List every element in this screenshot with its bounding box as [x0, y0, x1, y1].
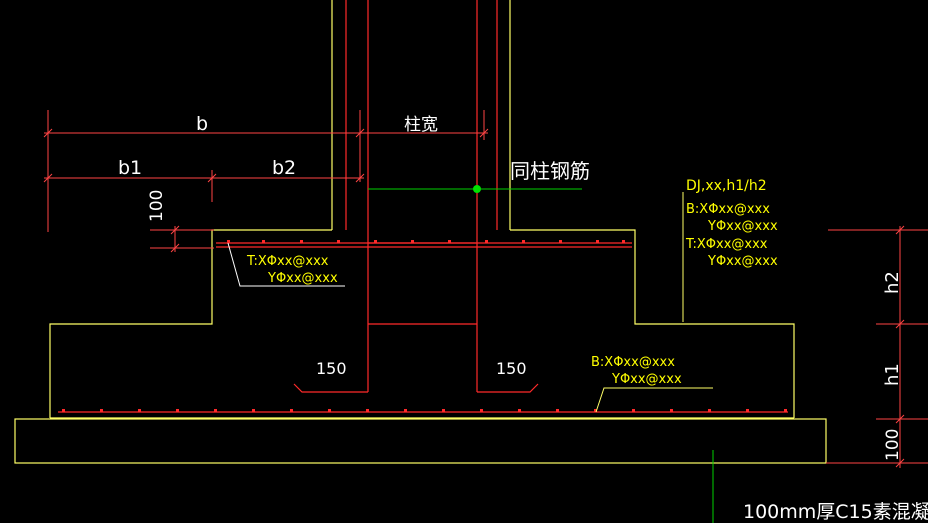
bottom-rebar-dot	[480, 409, 483, 412]
dim-label-b1: b1	[118, 157, 142, 179]
same-column-rebar-label: 同柱钢筋	[510, 159, 590, 183]
dim-tick	[355, 173, 365, 183]
foundation-outline	[14, 0, 827, 464]
top-rebar-dot	[411, 240, 414, 243]
dim-label-bottom-100: 100	[883, 429, 903, 461]
dim-tick	[207, 173, 217, 183]
right-top-y-label: YΦxx@xxx	[707, 254, 778, 269]
dim-tick	[43, 128, 53, 138]
leader-lines	[227, 185, 714, 523]
upper-step-outline-right	[510, 229, 795, 418]
top-rebar-dot	[448, 240, 451, 243]
right-bottom-x-label: B:XΦxx@xxx	[686, 202, 770, 217]
top-rebar-dot	[522, 240, 525, 243]
dim-tick	[895, 458, 905, 468]
rebar-group	[58, 0, 788, 413]
top-rebar-dot	[227, 240, 230, 243]
bottom-rebar-dot	[138, 409, 141, 412]
dim-label-h1: h1	[882, 363, 903, 386]
top-rebar-dot	[337, 240, 340, 243]
bottom-rebar-dot	[594, 409, 597, 412]
dim-label-top-100: 100	[147, 190, 167, 222]
column-hook-right	[477, 383, 539, 393]
dj-name-label: DJ,xx,h1/h2	[686, 178, 767, 194]
right-bottom-y-label: YΦxx@xxx	[707, 219, 778, 234]
bottom-rebar-dot	[62, 409, 65, 412]
top-rebar-dot	[485, 240, 488, 243]
bottom-rebar-dot	[556, 409, 559, 412]
upper-step-outline	[49, 229, 332, 418]
cushion-layer	[14, 418, 827, 464]
dim-label-b: b	[196, 113, 208, 135]
bottom-rebar-dot	[746, 409, 749, 412]
column-hook-left	[293, 383, 368, 393]
dim-label-right-150: 150	[496, 359, 527, 378]
dim-label-left-150: 150	[316, 359, 347, 378]
top-rebar-dot	[262, 240, 265, 243]
dim-tick	[895, 414, 905, 424]
bottom-rebar-dot	[442, 409, 445, 412]
bottom-rebar-dot	[708, 409, 711, 412]
dim-tick	[170, 243, 180, 253]
top-rebar-dot	[559, 240, 562, 243]
dim-label-h2: h2	[882, 271, 903, 294]
dimension-lines	[43, 110, 928, 468]
left-top-rebar-leader	[227, 242, 345, 287]
top-rebar-dot	[374, 240, 377, 243]
dim-tick	[43, 173, 53, 183]
bottom-y-label: YΦxx@xxx	[611, 372, 682, 387]
rebar-dots	[62, 240, 787, 412]
dim-label-column-width: 柱宽	[404, 115, 438, 135]
bottom-rebar-dot	[100, 409, 103, 412]
dim-tick	[170, 225, 180, 235]
top-rebar-dot	[300, 240, 303, 243]
leader-point	[473, 185, 481, 193]
bottom-rebar-dot	[366, 409, 369, 412]
dim-label-b2: b2	[272, 157, 296, 179]
bottom-rebar-dot	[518, 409, 521, 412]
bottom-rebar-dot	[214, 409, 217, 412]
dim-tick	[895, 319, 905, 329]
bottom-rebar-dot	[784, 409, 787, 412]
bottom-rebar-dot	[328, 409, 331, 412]
bottom-rebar-dot	[252, 409, 255, 412]
bottom-rebar-dot	[670, 409, 673, 412]
bottom-rebar-dot	[404, 409, 407, 412]
yellow-labels: DJ,xx,h1/h2 B:XΦxx@xxx YΦxx@xxx T:XΦxx@x…	[246, 178, 778, 387]
right-top-x-label: T:XΦxx@xxx	[685, 237, 768, 252]
top-rebar-dot	[596, 240, 599, 243]
dim-tick	[895, 225, 905, 235]
dim-tick	[479, 128, 489, 138]
bottom-rebar-dot	[632, 409, 635, 412]
bottom-x-label: B:XΦxx@xxx	[591, 355, 675, 370]
left-top-y-label: YΦxx@xxx	[267, 271, 338, 286]
bottom-rebar-dot	[290, 409, 293, 412]
bottom-rebar-leader	[595, 387, 713, 413]
top-rebar-dot	[622, 240, 625, 243]
dimension-text: b 柱宽 b1 b2 150 150 100 h2 h1 100	[118, 113, 903, 461]
cushion-label: 100mm厚C15素混凝土垫层	[743, 501, 928, 523]
bottom-rebar-dot	[176, 409, 179, 412]
left-top-x-label: T:XΦxx@xxx	[246, 254, 329, 269]
dim-tick	[355, 128, 365, 138]
